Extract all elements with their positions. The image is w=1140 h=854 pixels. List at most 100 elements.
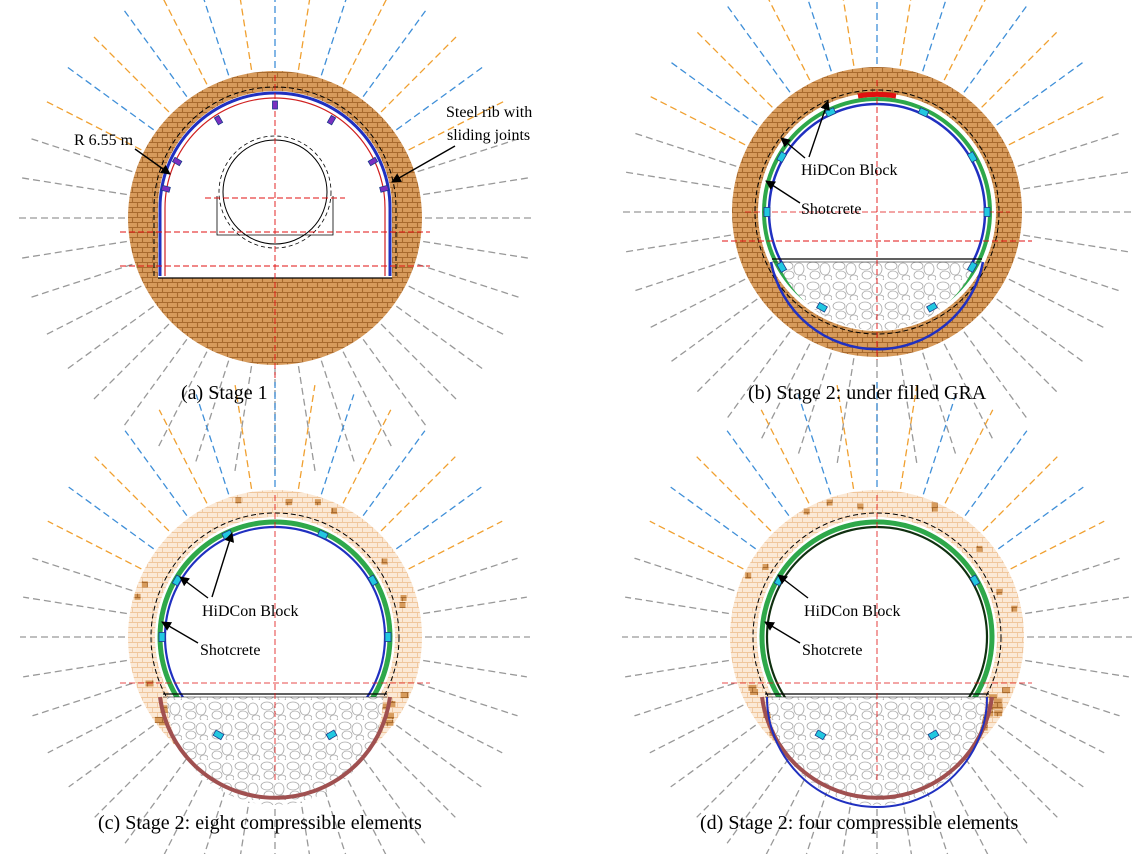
rock-damage-spot (145, 680, 154, 687)
rock-bolt-ray (1010, 704, 1105, 754)
rock-bolt-ray (625, 596, 729, 615)
rock-bolt-ray (634, 557, 735, 592)
rock-bolt-ray (634, 682, 735, 717)
rock-bolt-ray (47, 704, 142, 754)
hidcon-block (326, 114, 337, 126)
rock-bolt-ray (1017, 257, 1120, 292)
rock-damage-spot (134, 593, 141, 600)
rock-bolt-ray (797, 394, 832, 495)
rock-bolt-ray (320, 779, 347, 854)
rock-bolt-ray (997, 486, 1084, 550)
rock-bolt-ray (239, 785, 253, 854)
rock-bolt-ray (943, 343, 994, 440)
rock-bolt-ray (807, 0, 832, 72)
rock-bolt-ray (194, 360, 230, 466)
rock-bolt-rays (20, 382, 530, 854)
rock-bolt-ray (32, 682, 133, 717)
rock-bolt-ray (964, 430, 1028, 517)
rock-bolt-ray (156, 351, 208, 450)
rock-bolt-ray (981, 31, 1058, 108)
hidcon-block (272, 100, 278, 110)
rock-bolt-ray (1017, 132, 1120, 167)
shotcrete-label: Shotcrete (801, 201, 861, 218)
rock-bolt-ray (922, 394, 957, 495)
hidcon-block (966, 261, 978, 273)
rock-bolt-ray (342, 0, 387, 85)
hidcon-block (212, 729, 225, 741)
rock-bolt-ray (320, 360, 356, 466)
rock-bolt-ray (797, 352, 832, 455)
rock-bolt-ray (320, 0, 347, 76)
rock-damage-spot (994, 710, 1003, 717)
rock-bolt-ray (47, 520, 142, 570)
rock-bolt-ray (726, 331, 791, 419)
rock-bolt-ray (408, 704, 503, 754)
rock-damage-spot (1011, 605, 1018, 612)
steel-rib-arrow (391, 145, 456, 183)
hidcon-arrow (777, 574, 809, 599)
rock-bolt-ray (963, 331, 1028, 419)
rock-damage-spot (748, 684, 757, 691)
rock-bolt-ray (696, 316, 773, 393)
rock-bolt-ray (726, 430, 790, 517)
rock-damage-spot (141, 581, 148, 588)
inner-frame (216, 196, 334, 236)
rock-bolt-ray (1025, 659, 1129, 678)
rock-damage-spot (931, 505, 938, 512)
rock-bolt-rays (15, 0, 535, 478)
rock-bolt-ray (634, 132, 737, 167)
rock-bolt-ray (670, 298, 758, 363)
hidcon-arrow-1 (179, 576, 209, 599)
hidcon-blocks (763, 107, 991, 313)
rock-bolt-ray (625, 171, 731, 190)
rock-bolt-ray (726, 757, 790, 844)
rock-bolt-ray (395, 305, 486, 372)
rock-damage-spot (400, 594, 407, 601)
rock-bolt-ray (726, 5, 791, 93)
rock-bolt-ray (395, 724, 482, 788)
rock-bolt-ray (805, 779, 832, 854)
rock-bolt-ray (395, 64, 486, 131)
rock-bolt-ray (649, 278, 746, 329)
rock-bolt-ray (765, 770, 810, 854)
rock-bolt-ray (408, 285, 507, 337)
rock-bolt-ray (696, 742, 772, 818)
radius-label: R 6.55 m (74, 132, 134, 149)
rock-bolt-ray (203, 779, 230, 854)
rock-bolt-ray (297, 385, 316, 489)
rock-bolt-rays (622, 382, 1132, 854)
rock-bolt-ray (899, 785, 913, 854)
hidcon-block (776, 151, 788, 163)
rock-damage-spot (286, 498, 293, 505)
hidcon-block (816, 301, 828, 313)
rock-bolt-ray (1023, 171, 1129, 190)
rock-bolt-ray (922, 0, 947, 72)
rock-bolt-ray (1025, 596, 1129, 615)
rock-damage-spot (994, 703, 1003, 710)
rock-bolt-ray (27, 263, 133, 299)
rock-damage-spot (803, 508, 810, 515)
rock-bolt-ray (696, 456, 772, 532)
caption-a: (a) Stage 1 (181, 382, 268, 404)
rock-bolt-ray (18, 176, 127, 196)
rock-bolt-ray (297, 366, 317, 475)
shotcrete-label: Shotcrete (200, 642, 260, 659)
steel-rib-label-line1: Steel rib with (446, 104, 532, 121)
rock-bolt-ray (417, 263, 523, 299)
hidcon-label: HiDCon Block (804, 603, 900, 620)
rock-bolt-ray (234, 385, 253, 489)
rock-bolt-ray (90, 33, 170, 113)
rock-bolt-ray (899, 358, 918, 464)
rock-bolt-ray (423, 659, 527, 678)
rock-bolt-ray (1019, 557, 1120, 592)
rock-damage-spot (387, 700, 396, 707)
rock-bolt-ray (996, 61, 1084, 126)
rock-bolt-ray (342, 409, 392, 504)
hidcon-block (325, 729, 338, 741)
hidcon-label: HiDCon Block (801, 162, 897, 179)
rock-damage-spot (158, 719, 167, 726)
rock-bolt-ray (634, 257, 737, 292)
rock-bolt-ray (423, 596, 527, 615)
rock-bolt-ray (68, 486, 155, 550)
